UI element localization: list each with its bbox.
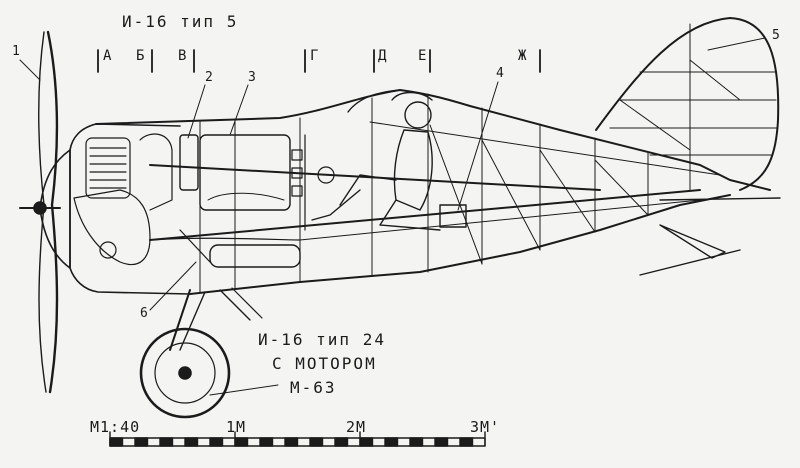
landing-gear <box>139 287 279 419</box>
propeller <box>19 30 61 394</box>
scale-tick-3m: 3М' <box>470 418 501 436</box>
fuel-tank <box>179 134 301 268</box>
scale-bar-segment <box>459 437 474 447</box>
callout-2: 2 <box>205 70 214 85</box>
engine-cowling <box>39 123 191 295</box>
section-label-b: Б <box>136 48 146 64</box>
canopy <box>347 89 433 113</box>
stabilizer <box>639 197 781 276</box>
tail-fin <box>595 17 780 191</box>
scale-bar-segment <box>384 437 399 447</box>
section-label-g: Г <box>310 48 320 64</box>
scale-bar <box>109 431 486 447</box>
section-label-zh: Ж <box>518 48 528 64</box>
scale-bar-segment <box>334 437 349 447</box>
scale-bar-segment <box>209 437 224 447</box>
scale-bar-segment <box>234 437 249 447</box>
radial-engine <box>73 133 173 266</box>
section-label-a: А <box>103 48 113 64</box>
bottom-engine-model: М-63 <box>290 378 337 397</box>
scale-ratio: М1:40 <box>90 418 141 436</box>
pilot-figure <box>311 101 467 231</box>
callout-3: 3 <box>248 70 257 85</box>
scale-bar-segment <box>134 437 149 447</box>
top-model-title: И-16 тип 5 <box>122 12 239 31</box>
callout-6: 6 <box>140 306 149 321</box>
scale-bar-segment <box>259 437 274 447</box>
scale-bar-segment <box>309 437 324 447</box>
scale-bar-segment <box>359 437 374 447</box>
instrument-panel <box>291 134 335 231</box>
section-label-e: Е <box>418 48 428 64</box>
scale-bar-segment <box>109 437 124 447</box>
fuselage-frames <box>199 93 721 293</box>
scale-bar-segment <box>284 437 299 447</box>
scale-bar-segment <box>184 437 199 447</box>
fuselage <box>95 89 771 295</box>
scale-bar-segment <box>159 437 174 447</box>
callout-leaders <box>19 37 766 311</box>
section-label-d: Д <box>378 48 388 64</box>
scale-tick-2m: 2М <box>346 418 367 436</box>
section-markers <box>97 49 541 73</box>
bottom-engine-caption: С МОТОРОМ <box>272 354 377 373</box>
callout-4: 4 <box>496 66 505 81</box>
callout-1: 1 <box>12 44 21 59</box>
scale-bar-segment <box>434 437 449 447</box>
wing <box>149 229 301 263</box>
callout-5: 5 <box>772 28 781 43</box>
section-label-v: В <box>178 48 188 64</box>
scale-tick-1m: 1М <box>226 418 247 436</box>
scale-bar-segment <box>409 437 424 447</box>
bottom-model-title: И-16 тип 24 <box>258 330 386 349</box>
